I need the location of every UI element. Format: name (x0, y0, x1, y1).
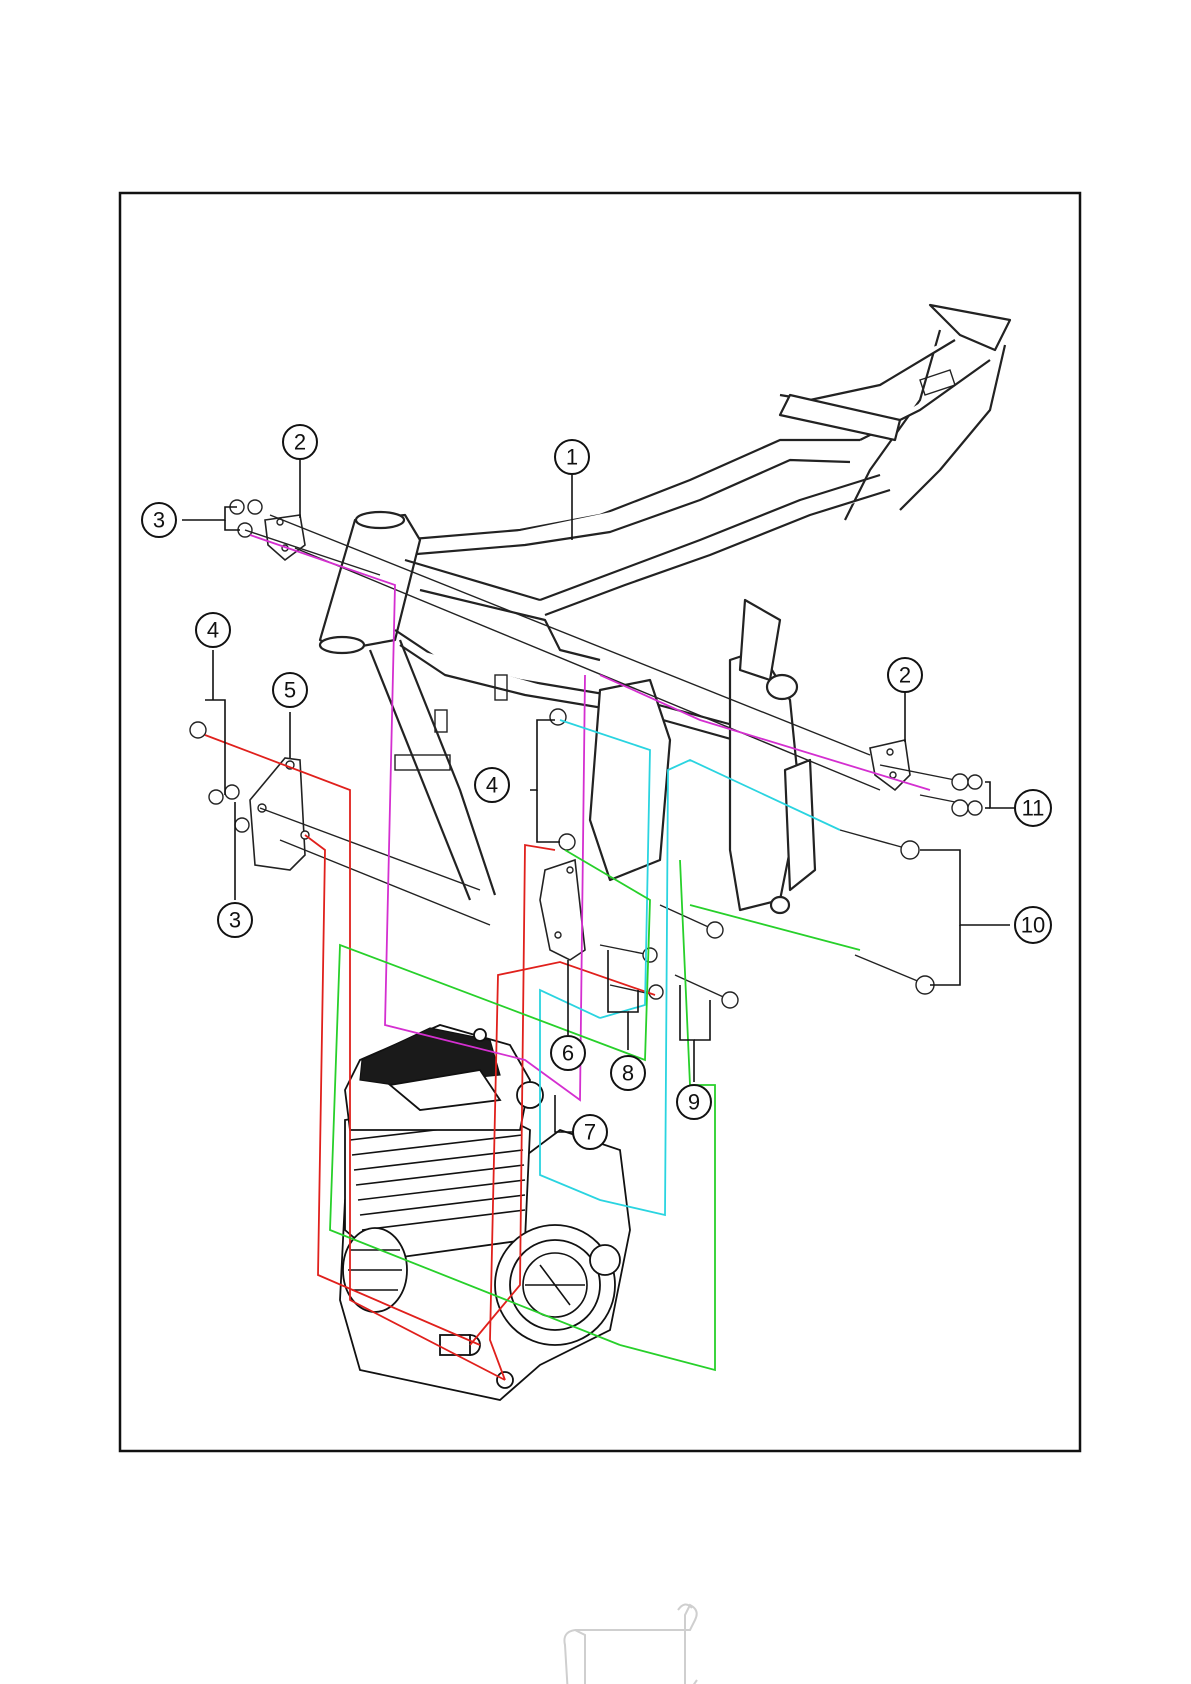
callout-11-label: 11 (1022, 796, 1045, 821)
callout-4-left-label: 4 (207, 618, 219, 643)
callout-6: 6 (551, 1036, 585, 1070)
callout-2-left-label: 2 (294, 430, 306, 455)
callout-2-left: 2 (283, 425, 317, 459)
callout-8-label: 8 (622, 1061, 634, 1086)
long-bolts-10 (840, 830, 934, 994)
engine-plate-6 (540, 860, 585, 960)
callout-4-left: 4 (196, 613, 230, 647)
callout-5-label: 5 (284, 678, 296, 703)
callout-3-upper-label: 3 (153, 508, 165, 533)
callout-4-center-label: 4 (486, 773, 498, 798)
callout-2-right-label: 2 (899, 663, 911, 688)
nuts-3-upper (230, 500, 262, 537)
callout-3-upper: 3 (142, 503, 176, 537)
bolts-8 (600, 945, 663, 999)
callout-6-label: 6 (562, 1041, 574, 1066)
engine-assembly-7 (340, 1025, 630, 1400)
callout-7: 7 (573, 1115, 607, 1149)
callout-3-lower: 3 (218, 903, 252, 937)
callout-9-label: 9 (688, 1090, 700, 1115)
nut-4-left (190, 722, 206, 738)
motorcycle-frame (320, 305, 1010, 913)
nuts-3-lower (209, 785, 249, 832)
engine-plate-5 (250, 758, 309, 870)
callout-11: 11 (1015, 790, 1051, 826)
callout-4-center: 4 (475, 768, 509, 802)
callout-9: 9 (677, 1085, 711, 1119)
callout-7-label: 7 (584, 1120, 596, 1145)
callout-10-label: 10 (1021, 913, 1045, 938)
callout-3-lower-label: 3 (229, 908, 241, 933)
bolts-9 (660, 905, 738, 1008)
callout-2-right: 2 (888, 658, 922, 692)
callout-10: 10 (1015, 907, 1051, 943)
nuts-4-center (550, 709, 575, 850)
callout-1-label: 1 (566, 445, 578, 470)
callout-8: 8 (611, 1056, 645, 1090)
callout-1: 1 (555, 440, 589, 474)
callout-5: 5 (273, 673, 307, 707)
scroll-banner-icon (564, 1604, 697, 1684)
